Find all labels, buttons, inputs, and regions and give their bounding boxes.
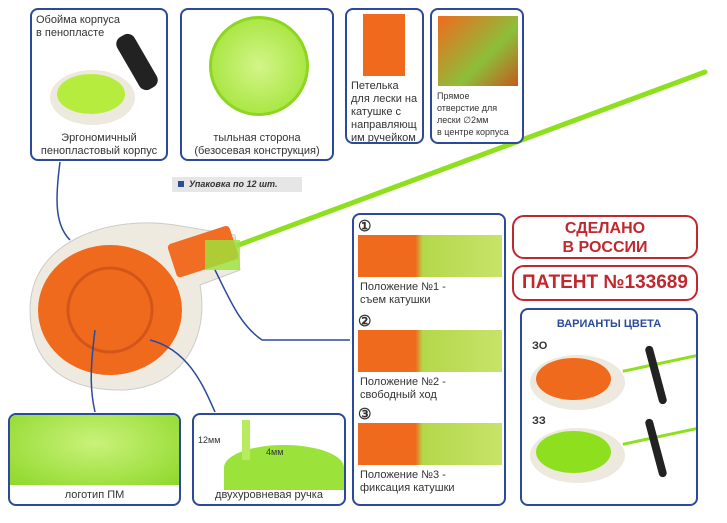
variant-green-reel xyxy=(536,431,611,473)
label-ergonomic-body: Эргономичный пенопластовый корпус xyxy=(40,132,158,157)
variant-orange-reel xyxy=(536,358,611,400)
packaging-text: Упаковка по 12 шт. xyxy=(189,179,278,189)
dimension-4mm: 4мм xyxy=(266,447,284,457)
variant-rod xyxy=(622,427,696,446)
patent-badge: ПАТЕНТ №133689 xyxy=(512,265,698,301)
foam-body-box: Обойма корпуса в пенопласте Эргономичный… xyxy=(30,8,168,161)
handle-pin xyxy=(242,420,250,460)
variant-nod xyxy=(644,417,668,479)
variant-code: ЗЗ xyxy=(532,415,546,427)
variant-nod xyxy=(644,344,668,406)
position-number: ③ xyxy=(358,406,372,423)
reel-back-image xyxy=(209,16,309,116)
logo-box: логотип ПМ xyxy=(8,413,181,506)
made-in-russia-badge: СДЕЛАНО В РОССИИ xyxy=(512,215,698,259)
position-number: ② xyxy=(358,313,372,330)
line-hole-box: Прямое отверстие для лески ∅2мм в центре… xyxy=(430,8,524,144)
label-back-side: тыльная сторона (безосевая конструкция) xyxy=(194,132,320,157)
label-foam-clip: Обойма корпуса в пенопласте xyxy=(36,14,120,39)
logo-image xyxy=(10,415,179,485)
hole-image xyxy=(438,16,518,86)
main-reel xyxy=(29,222,241,391)
reel-clip-image xyxy=(57,74,125,114)
position-image xyxy=(358,423,502,465)
color-variants-title: ВАРИАНТЫ ЦВЕТА xyxy=(556,318,662,330)
handle-box: 12мм 4мм двухуровневая ручка xyxy=(192,413,346,506)
position-label: Положение №3 - фиксация катушки xyxy=(360,469,455,494)
label-handle: двухуровневая ручка xyxy=(215,489,323,501)
rod xyxy=(222,69,708,253)
positions-box: ① Положение №1 - съем катушки ② Положени… xyxy=(352,213,506,506)
color-variants-box: ВАРИАНТЫ ЦВЕТА ЗО ЗЗ xyxy=(520,308,698,506)
label-line-loop: Петелька для лески на катушке с направля… xyxy=(351,80,418,144)
back-side-box: тыльная сторона (безосевая конструкция) xyxy=(180,8,334,161)
dimension-12mm: 12мм xyxy=(198,435,221,445)
callout-lines xyxy=(56,161,350,413)
label-line-hole: Прямое отверстие для лески ∅2мм в центре… xyxy=(437,91,509,137)
position-label: Положение №1 - съем катушки xyxy=(360,281,446,306)
position-label: Положение №2 - свободный ход xyxy=(360,376,446,401)
loop-image xyxy=(363,14,405,76)
position-image xyxy=(358,330,502,372)
variant-rod xyxy=(622,354,696,373)
packaging-note: Упаковка по 12 шт. xyxy=(172,177,302,192)
line-loop-box: Петелька для лески на катушке с направля… xyxy=(345,8,424,144)
position-image xyxy=(358,235,502,277)
position-number: ① xyxy=(358,218,372,235)
label-logo: логотип ПМ xyxy=(64,489,125,501)
variant-code: ЗО xyxy=(532,340,548,352)
bullet-icon xyxy=(178,181,184,187)
